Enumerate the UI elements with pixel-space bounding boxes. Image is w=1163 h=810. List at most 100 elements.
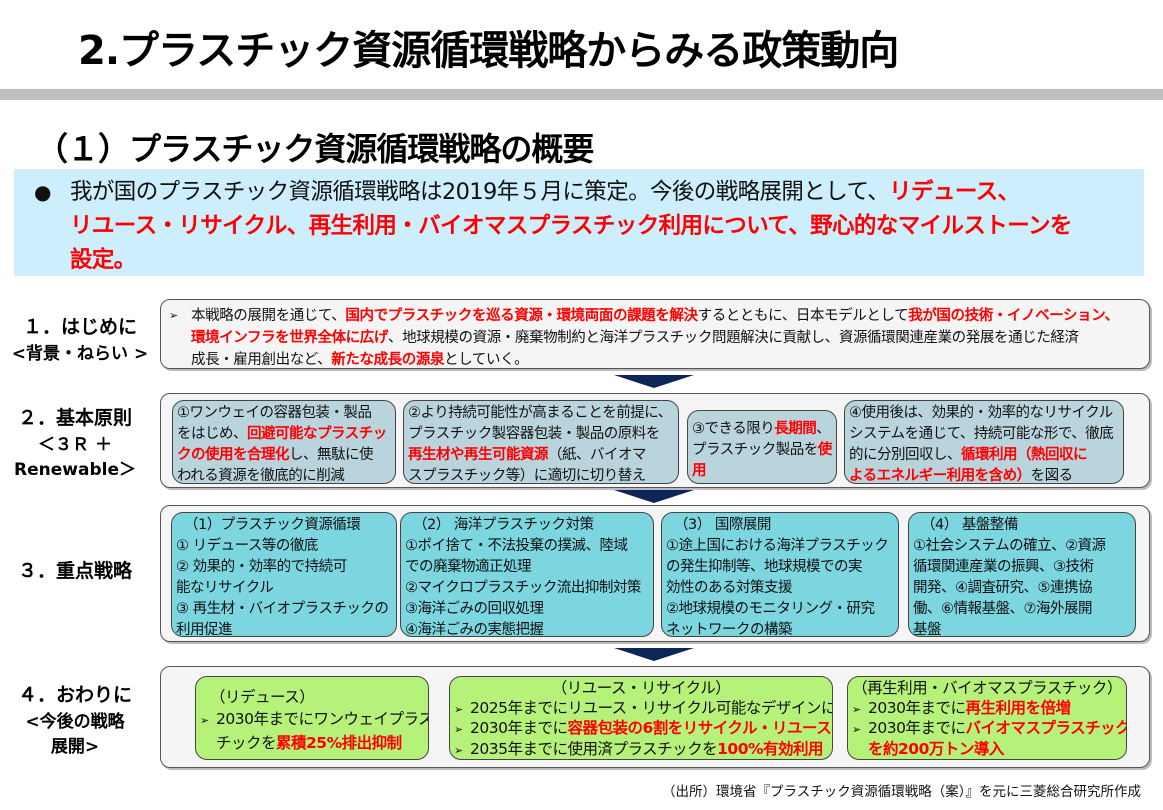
arrow-bullet-icon: ➢	[852, 702, 861, 716]
principle-highlight: 回避可能なプラスチッ	[247, 426, 387, 442]
principle-text: 的に分別回収し、	[849, 447, 962, 463]
milestone-heading: （リデュース）	[210, 688, 315, 706]
summary-text: 我が国のプラスチック資源循環戦略は2019年５月に策定。今後の戦略展開として、	[70, 179, 890, 205]
intro-text: 、地球規模の資源・廃棄物制約と海洋プラスチック問題解決に貢献し、資源循環関連産業…	[387, 330, 1079, 346]
summary-highlight: 設定。	[70, 247, 136, 273]
intro-highlight: 新たな成長の源泉	[331, 352, 445, 368]
row-label-sub: 展開>	[50, 737, 100, 757]
principle-text: 、	[816, 421, 831, 437]
row-label-sub: <今後の戦略	[25, 712, 125, 732]
strategy-heading: （4） 基盤整備	[921, 517, 1018, 533]
strategy-item: 利用促進	[176, 622, 233, 637]
strategy-heading: （3） 国際展開	[674, 517, 771, 533]
row-label-main: １．はじめに	[22, 316, 137, 338]
strategy-item: ② 効果的・効率的で持続可	[176, 559, 347, 575]
principle-highlight: 循環利用（熱回収に	[961, 447, 1088, 463]
milestone-card-renewable-biomass: （再生利用・バイオマスプラスチック） ➢2030年までに再生利用を倍増 ➢203…	[847, 676, 1127, 760]
strategy-item: の発生抑制等、地球規模での実	[666, 559, 863, 575]
row-label-main: ２．基本原則	[17, 407, 132, 429]
principles-box: ①ワンウェイの容器包装・製品 をはじめ、回避可能なプラスチッ クの使用を合理化し…	[160, 393, 1150, 488]
arrow-bullet-icon: ➢	[852, 723, 861, 736]
down-arrow-icon	[614, 490, 694, 503]
arrow-bullet-icon: ➢	[454, 743, 463, 757]
principle-highlight: 長期間	[774, 421, 817, 437]
strategy-item: ①ポイ捨て・不法投棄の撲滅、陸域	[405, 538, 628, 554]
milestone-text: 2030年までに	[470, 719, 568, 737]
milestone-text: 2030年までに	[868, 719, 966, 737]
closing-box: （リデュース） ➢2030年までにワンウェイプラス チックを累積25%排出抑制 …	[160, 666, 1150, 768]
milestone-text: 2035年までに使用済プラスチックを	[470, 739, 718, 758]
intro-highlight: 国内でプラスチックを巡る資源・環境両面の課題を解決	[345, 308, 698, 324]
strategy-heading: （1）プラスチック資源循環	[184, 517, 361, 533]
strategy-item: ①社会システムの確立、②資源	[913, 538, 1106, 554]
principle-text: システムを通じて、持続可能な形で、徹底	[849, 426, 1114, 442]
principle-highlight: よるエネルギー利用を含め）	[849, 468, 1031, 484]
milestone-card-reuse-recycle: （リユース・リサイクル） ➢2025年までにリユース・リサイクル可能なデザインに…	[449, 676, 833, 760]
principle-text: ③できる限り	[692, 421, 775, 437]
principle-text: ②より持続可能性が高まることを前提に、	[408, 405, 672, 421]
intro-text: 成長・雇用創出など、	[191, 352, 332, 368]
strategy-item: 基盤	[913, 622, 942, 637]
principle-highlight: 用	[692, 463, 707, 479]
strategy-item: 働、⑥情報基盤、⑦海外展開	[913, 601, 1093, 617]
row-label-closing: ４．おわりに <今後の戦略 展開>	[5, 680, 145, 757]
strategy-item: ②地球規模のモニタリング・研究	[666, 601, 875, 617]
intro-text: としていく。	[444, 352, 529, 368]
principle-text: われる資源を徹底的に削減	[177, 468, 345, 484]
milestone-highlight: バイオマスプラスチック	[965, 719, 1127, 737]
milestone-text: 2025年までにリユース・リサイクル可能なデザインに	[470, 698, 833, 717]
strategy-card-4: （4） 基盤整備 ①社会システムの確立、②資源 循環関連産業の振興、③技術 開発…	[908, 512, 1136, 637]
down-arrow-icon	[614, 648, 694, 661]
principle-card-4: ④使用後は、効果的・効率的なリサイクル システムを通じて、持続可能な形で、徹底 …	[844, 400, 1124, 484]
principle-text: プラスチック製容器包装・製品の原料を	[408, 426, 660, 442]
strategy-item: 効性のある対策支援	[666, 580, 793, 596]
row-label-sub: ＜３Ｒ ＋	[38, 435, 112, 455]
strategy-item: ④海洋ごみの実態把握	[405, 622, 544, 637]
principle-text: スプラスチック等）に適切に切り替え	[408, 468, 646, 484]
milestone-highlight: 容器包装の6割をリサイクル・リユース	[567, 719, 832, 737]
summary-box: ● 我が国のプラスチック資源循環戦略は2019年５月に策定。今後の戦略展開として、…	[14, 169, 1144, 276]
principle-text: ①ワンウェイの容器包装・製品	[177, 405, 372, 421]
principle-text: （紙、バイオマ	[548, 447, 647, 463]
principle-highlight: クの使用を合理化	[177, 447, 290, 463]
arrow-bullet-icon: ➢	[454, 723, 463, 736]
intro-text: 本戦略の展開を通じて、	[191, 308, 346, 324]
milestone-text: 2030年までに	[868, 698, 966, 717]
principle-text: ④使用後は、効果的・効率的なリサイクル	[849, 405, 1113, 421]
milestone-text: 2030年までにワンウェイプラス	[216, 710, 429, 728]
milestone-highlight: 累積25%排出抑制	[276, 734, 402, 752]
intro-box: ➢本戦略の展開を通じて、国内でプラスチックを巡る資源・環境両面の課題を解決すると…	[160, 299, 1150, 369]
milestone-highlight: を約200万トン導入	[868, 739, 1004, 758]
principle-card-2: ②より持続可能性が高まることを前提に、 プラスチック製容器包装・製品の原料を 再…	[403, 400, 679, 484]
arrow-bullet-icon: ➢	[200, 714, 209, 727]
strategy-heading: （2） 海洋プラスチック対策	[413, 517, 594, 533]
summary-highlight: リデュース、	[889, 179, 1020, 205]
down-arrow-icon	[614, 375, 694, 388]
principle-highlight: 使	[817, 442, 833, 458]
strategy-item: 循環関連産業の振興、③技術	[913, 559, 1094, 575]
intro-highlight: 環境インフラを世界全体に広げ	[191, 330, 388, 346]
strategy-item: での廃棄物適正処理	[405, 559, 532, 575]
arrow-bullet-icon: ➢	[454, 702, 463, 716]
strategies-box: （1）プラスチック資源循環 ① リデュース等の徹底 ② 効果的・効率的で持続可 …	[160, 505, 1150, 642]
principle-text: を図る	[1030, 468, 1074, 484]
bullet-icon: ●	[34, 180, 51, 204]
row-label-main: ３．重点戦略	[17, 560, 132, 582]
row-label-main: ４．おわりに	[17, 684, 132, 706]
strategy-card-1: （1）プラスチック資源循環 ① リデュース等の徹底 ② 効果的・効率的で持続可 …	[171, 512, 397, 637]
arrow-bullet-icon: ➢	[169, 309, 178, 322]
milestone-heading: （再生利用・バイオマスプラスチック）	[852, 679, 1122, 697]
row-label-sub: <背景・ねらい >	[11, 344, 149, 364]
principle-text: し、無駄に使	[289, 447, 374, 463]
principle-highlight: 再生材や再生可能資源	[408, 447, 549, 463]
row-label-strategies: ３．重点戦略	[5, 556, 145, 583]
strategy-item: ①途上国における海洋プラスチック	[666, 538, 889, 554]
principle-text: プラスチック製品を	[692, 442, 818, 458]
section-title: （１）プラスチック資源循環戦略の概要	[36, 130, 594, 168]
strategy-item: ②マイクロプラスチック流出抑制対策	[405, 580, 641, 596]
principle-text: をはじめ、	[177, 426, 248, 442]
strategy-item: ③ 再生材・バイオプラスチックの	[176, 601, 389, 617]
strategy-item: 能なリサイクル	[176, 580, 274, 596]
page-title: 2.プラスチック資源循環戦略からみる政策動向	[78, 28, 899, 74]
strategy-card-3: （3） 国際展開 ①途上国における海洋プラスチック の発生抑制等、地球規模での実…	[661, 512, 899, 637]
